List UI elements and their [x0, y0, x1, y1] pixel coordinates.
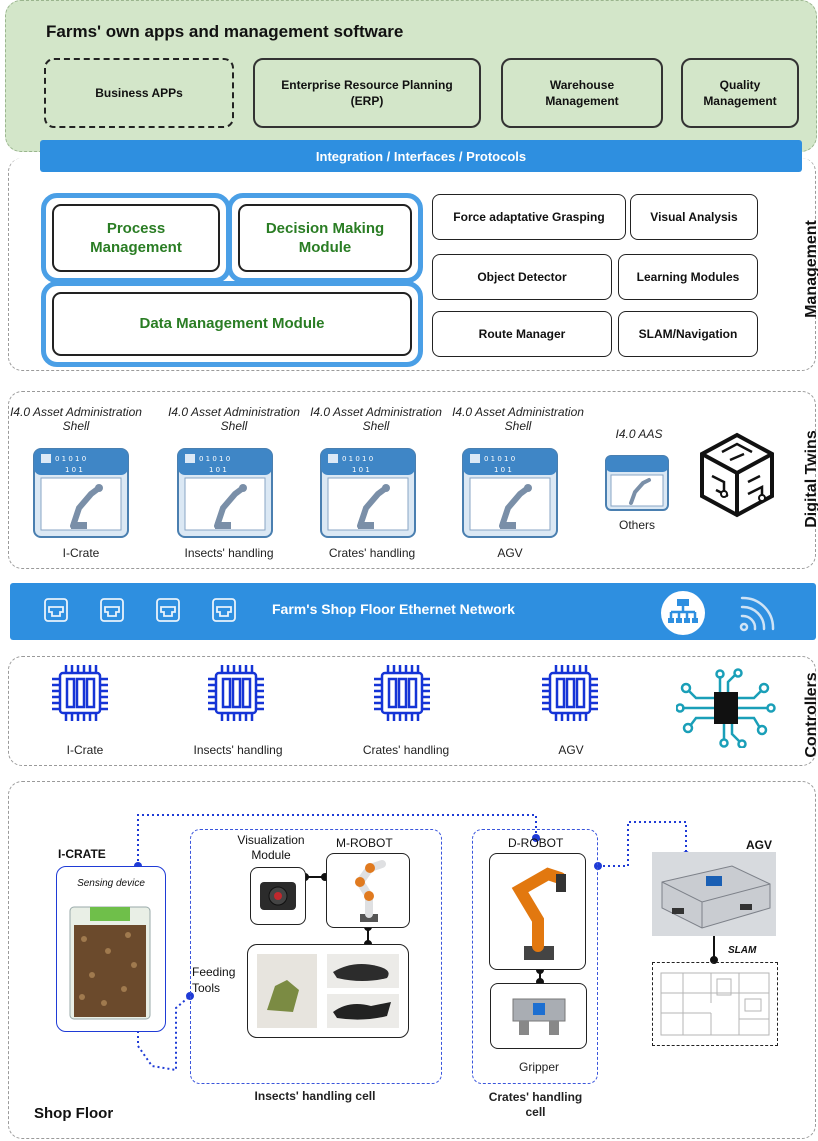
- controllers-section: [8, 656, 816, 766]
- warehouse-label: Warehouse Management: [545, 77, 619, 108]
- process-management-module: Process Management: [41, 193, 231, 283]
- farm-apps-title: Farms' own apps and management software: [46, 22, 404, 41]
- twin-title: I4.0 Asset Administration Shell: [310, 405, 442, 434]
- camera-icon: [260, 882, 296, 910]
- binary-mid-text: 1 0 1: [352, 466, 370, 474]
- twin-title: I4.0 Asset Administration Shell: [10, 405, 142, 434]
- icrate-container-image: [69, 906, 151, 1020]
- drobot-box: [489, 853, 586, 970]
- controller-label: Crates' handling: [362, 743, 450, 757]
- decision-making-label: Decision Making Module: [265, 219, 385, 257]
- slam-label: SLAM: [728, 945, 757, 956]
- data-management-label: Data Management Module: [52, 292, 412, 356]
- mrobot-arm-icon: [355, 859, 386, 922]
- quality-box: Quality Management: [681, 58, 799, 128]
- microchip-icon: [374, 665, 430, 721]
- erp-box: Enterprise Resource Planning (ERP): [253, 58, 481, 128]
- microchip-icon: [208, 665, 264, 721]
- controller-label: I-Crate: [66, 743, 104, 757]
- decision-making-inner: Decision Making Module: [238, 204, 412, 272]
- insects-cell-box: [190, 829, 442, 1084]
- learning-modules-box: Learning Modules: [618, 254, 758, 300]
- feeding-tools-label: Feeding Tools: [192, 965, 236, 995]
- gripper-box: [490, 983, 587, 1049]
- camera-box: [250, 867, 306, 925]
- icrate-title: I-CRATE: [58, 847, 106, 861]
- mrobot-box: [326, 853, 410, 928]
- visualization-module-label: Visualization Module: [237, 833, 305, 862]
- twin-caption: AGV: [497, 546, 523, 560]
- ethernet-ports-icon: [44, 598, 236, 622]
- circuit-board-icon: [676, 668, 776, 748]
- twin-robot-icon: 0 1 0 1 0 1 0 1: [320, 448, 416, 538]
- twin-robot-icon: [605, 455, 669, 511]
- twin-title: I4.0 Asset Administration Shell: [168, 405, 300, 434]
- visual-analysis-box: Visual Analysis: [630, 194, 758, 240]
- microchip-icon: [52, 665, 108, 721]
- twin-caption: Others: [618, 518, 655, 532]
- slam-map-box: [652, 962, 778, 1046]
- force-grasping-box: Force adaptative Grasping: [432, 194, 626, 240]
- agv-label: AGV: [746, 838, 773, 852]
- integration-bar: Integration / Interfaces / Protocols: [40, 140, 802, 172]
- binary-mid-text: 1 0 1: [65, 466, 83, 474]
- binary-mid-text: 1 0 1: [209, 466, 227, 474]
- binary-mid-text: 1 0 1: [494, 466, 512, 474]
- crates-cell-box: [472, 829, 598, 1084]
- controller-label: AGV: [558, 743, 584, 757]
- drobot-arm-icon: [511, 866, 566, 960]
- slam-map-image: [660, 972, 770, 1036]
- drobot-label: D-ROBOT: [508, 836, 564, 850]
- feeding-tools-box: [247, 944, 409, 1038]
- shop-floor-section: [8, 781, 816, 1139]
- object-detector-box: Object Detector: [432, 254, 612, 300]
- mrobot-label: M-ROBOT: [336, 836, 393, 850]
- circuit-cube-icon: [700, 432, 774, 518]
- decision-making-module: Decision Making Module: [227, 193, 423, 283]
- process-management-label: Process Management: [90, 219, 182, 257]
- twin-title: I4.0 AAS: [615, 427, 663, 441]
- quality-label: Quality Management: [703, 77, 777, 108]
- sensing-device-label: Sensing device: [77, 878, 145, 889]
- data-management-module: Data Management Module: [41, 281, 423, 367]
- shop-floor-label: Shop Floor: [34, 1105, 114, 1122]
- process-management-inner: Process Management: [52, 204, 220, 272]
- digital-twins-section: [8, 391, 816, 569]
- wireless-signal-icon: [739, 596, 775, 632]
- controller-label: Insects' handling: [193, 743, 283, 757]
- binary-top-text: 0 1 0 1 0: [55, 455, 86, 463]
- twin-caption: Insects' handling: [184, 546, 274, 560]
- insects-cell-label: Insects' handling cell: [254, 1089, 376, 1103]
- route-manager-box: Route Manager: [432, 311, 612, 357]
- binary-top-text: 0 1 0 1 0: [484, 455, 515, 463]
- gripper-icon: [512, 998, 565, 1035]
- business-apps-box: Business APPs: [44, 58, 234, 128]
- agv-image: [652, 852, 776, 936]
- binary-top-text: 0 1 0 1 0: [342, 455, 373, 463]
- twin-robot-icon: 0 1 0 1 0 1 0 1: [177, 448, 273, 538]
- warehouse-box: Warehouse Management: [501, 58, 663, 128]
- erp-label: Enterprise Resource Planning (ERP): [281, 77, 453, 108]
- gripper-label: Gripper: [518, 1060, 559, 1074]
- binary-top-text: 0 1 0 1 0: [199, 455, 230, 463]
- ethernet-network-label: Farm's Shop Floor Ethernet Network: [272, 601, 515, 617]
- twin-title: I4.0 Asset Administration Shell: [452, 405, 584, 434]
- network-hub-icon: [661, 591, 705, 635]
- twin-robot-icon: 0 1 0 1 0 1 0 1: [462, 448, 558, 538]
- twin-robot-icon: 0 1 0 1 0 1 0 1: [33, 448, 129, 538]
- twin-caption: Crates' handling: [328, 546, 416, 560]
- slam-navigation-box: SLAM/Navigation: [618, 311, 758, 357]
- feeding-tools-image: [257, 954, 399, 1028]
- management-section: [8, 158, 816, 371]
- microchip-icon: [542, 665, 598, 721]
- twin-caption: I-Crate: [62, 546, 100, 560]
- crates-cell-label: Crates' handling cell: [488, 1090, 583, 1119]
